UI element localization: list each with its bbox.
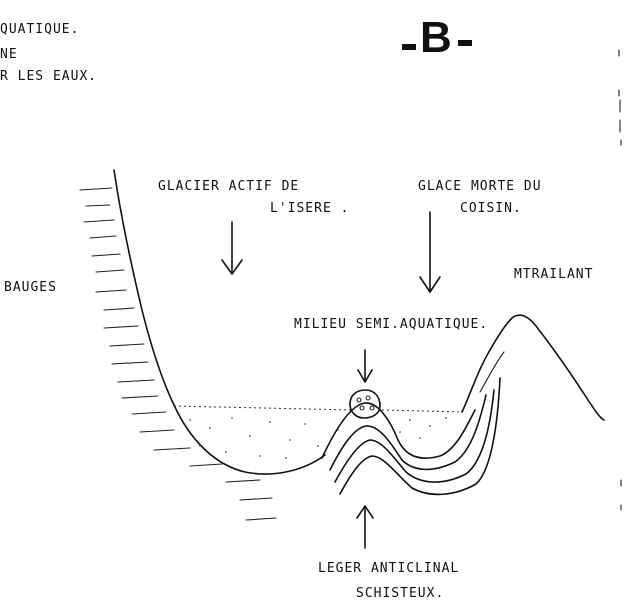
corner-text-line1: QUATIQUE. bbox=[0, 22, 79, 37]
panel-dash-right bbox=[458, 40, 472, 46]
gravel-knob bbox=[350, 390, 380, 418]
arrow-milieu bbox=[358, 350, 372, 382]
water-level-right bbox=[382, 410, 462, 412]
label-glace-morte-2: COISIN. bbox=[460, 201, 522, 216]
panel-dash-left bbox=[402, 44, 416, 50]
anticline-outer bbox=[322, 403, 475, 458]
water-level-left bbox=[174, 406, 352, 410]
label-milieu: MILIEU SEMI.AQUATIQUE. bbox=[294, 317, 488, 332]
right-mountain-inner bbox=[480, 352, 504, 392]
anticline-layer-3 bbox=[340, 378, 500, 494]
label-leger: LEGER ANTICLINAL bbox=[318, 561, 459, 576]
scan-margin-marks bbox=[619, 50, 621, 510]
label-glacier-actif-2: L'ISERE . bbox=[270, 201, 349, 216]
corner-text-line2: NE bbox=[0, 47, 18, 62]
panel-letter: B bbox=[420, 13, 452, 62]
arrow-leger bbox=[357, 506, 373, 548]
label-montrailant: MTRAILANT bbox=[514, 267, 593, 282]
label-bauges: BAUGES bbox=[4, 280, 57, 295]
label-glace-morte-1: GLACE MORTE DU bbox=[418, 179, 542, 194]
corner-text-line3: R LES EAUX. bbox=[0, 69, 97, 84]
label-glacier-actif-1: GLACIER ACTIF DE bbox=[158, 179, 299, 194]
label-schisteux: SCHISTEUX. bbox=[356, 586, 444, 601]
arrow-glace-morte bbox=[420, 212, 440, 292]
arrow-glacier-actif bbox=[222, 222, 242, 274]
slope-hatching bbox=[80, 188, 276, 520]
